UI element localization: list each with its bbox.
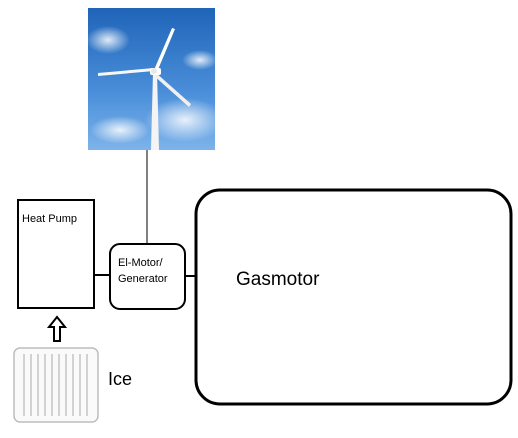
ice-block-image bbox=[13, 347, 99, 423]
up-arrow-icon bbox=[46, 315, 68, 342]
gasmotor-box bbox=[194, 188, 513, 406]
ice-label: Ice bbox=[108, 369, 132, 389]
gasmotor-label: Gasmotor bbox=[236, 269, 320, 290]
motor-label-line2: Generator bbox=[118, 273, 168, 285]
wind-turbine-image bbox=[86, 8, 225, 150]
heat-pump-label: Heat Pump bbox=[22, 213, 77, 225]
motor-label-line1: El-Motor/ bbox=[118, 257, 164, 269]
heat-pump-box bbox=[17, 199, 95, 309]
